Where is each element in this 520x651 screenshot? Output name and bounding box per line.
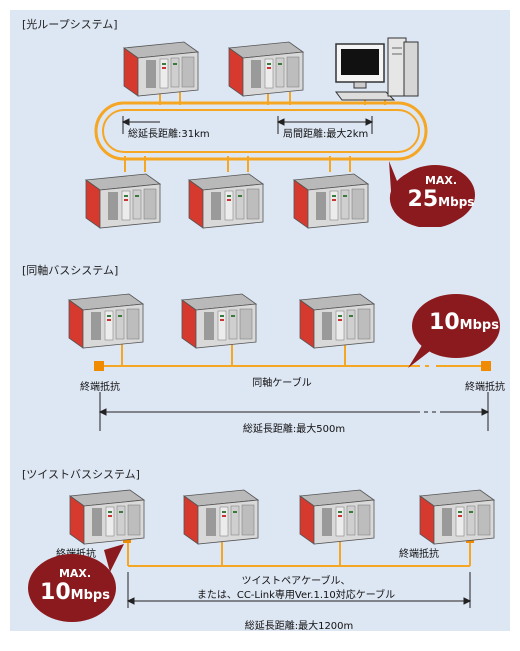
plc-unit (120, 38, 200, 98)
coax-terminator-right (481, 361, 491, 371)
pc-icon (335, 37, 419, 101)
plc-unit (416, 486, 496, 546)
twisted-cable-label-2: または、CC-Link専用Ver.1.10対応ケーブル (196, 590, 396, 601)
twisted-distance-arrow (126, 572, 472, 608)
optical-total-distance: 総延長距離:31km (128, 129, 210, 140)
twisted-cable-label-1: ツイストペアケーブル、 (241, 576, 351, 587)
optical-loop-outer (94, 101, 428, 161)
plc-unit (296, 486, 376, 546)
optical-section-title: [光ループシステム] (22, 18, 118, 31)
optical-badge-speed: 25Mbps (407, 187, 475, 212)
coax-section-title: [同軸バスシステム] (22, 264, 119, 277)
optical-station-arrow (276, 116, 374, 134)
plc-unit (178, 290, 258, 350)
optical-loop-inner (102, 109, 420, 153)
coax-speed-badge: 10Mbps (398, 290, 502, 370)
twisted-section-title: [ツイストバスシステム] (22, 468, 140, 481)
optical-speed-badge: MAX. 25Mbps (377, 159, 477, 227)
plc-unit (66, 486, 146, 546)
twisted-badge-max: MAX. (58, 567, 92, 580)
coax-badge-speed: 10Mbps (429, 310, 499, 335)
coax-cable-label: 同軸ケーブル (252, 378, 312, 389)
optical-badge-max: MAX. (424, 174, 458, 187)
plc-unit (180, 486, 260, 546)
optical-station-distance: 局間距離:最大2km (283, 129, 369, 140)
coax-terminator-left-label: 終端抵抗 (80, 382, 120, 393)
plc-unit (185, 170, 265, 230)
twisted-terminator-right-label: 終端抵抗 (399, 549, 439, 560)
plc-unit (225, 38, 305, 98)
plc-unit (296, 290, 376, 350)
coax-distance-arrow (98, 392, 490, 431)
plc-unit (65, 290, 145, 350)
coax-terminator-left (94, 361, 104, 371)
twisted-total-distance: 総延長距離:最大1200m (244, 621, 354, 632)
optical-total-arrow (121, 116, 160, 134)
coax-total-distance: 総延長距離:最大500m (242, 424, 346, 435)
coax-cable (99, 342, 486, 367)
plc-unit (82, 170, 162, 230)
twisted-badge-speed: 10Mbps (40, 580, 110, 605)
twisted-cable (127, 540, 471, 567)
plc-unit (290, 170, 370, 230)
coax-terminator-right-label: 終端抵抗 (465, 382, 505, 393)
twisted-speed-badge: MAX. 10Mbps (20, 544, 130, 624)
